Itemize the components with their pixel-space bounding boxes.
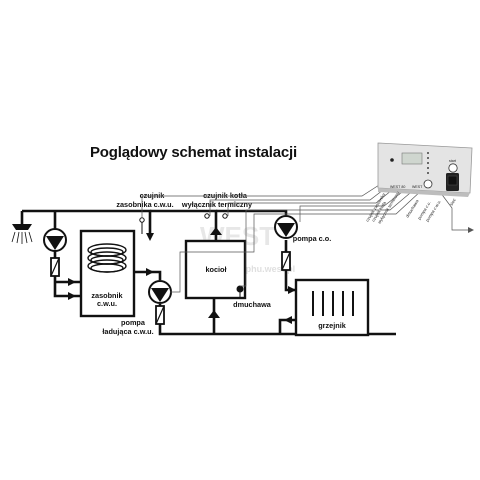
co-pump-label: pompa c.o. [293, 234, 332, 243]
blower-label: dmuchawa [233, 300, 272, 309]
radiator-label: grzejnik [318, 321, 347, 330]
loading-pump-label: pompa [121, 318, 146, 327]
circulation-pump-icon [43, 228, 67, 252]
up-button[interactable] [448, 163, 458, 173]
tank-label: zasobnik [91, 291, 123, 300]
check-valve-icon [50, 257, 60, 277]
watermark-text: www.128.phu.west.pl [204, 264, 295, 274]
hot-water-tank: zasobnik c.w.u. [79, 229, 136, 318]
controller-display [401, 152, 423, 165]
heating-coil-icon [87, 243, 127, 273]
page-title: Poglądowy schemat instalacji [90, 144, 297, 161]
arrow-down-icon [146, 233, 154, 241]
arrow-right-icon [468, 227, 474, 233]
arrow-right-icon [68, 278, 76, 286]
start-label: start [449, 159, 456, 163]
arrow-right-icon [68, 292, 76, 300]
loading-pump-icon [148, 280, 172, 304]
tank-sensor-icon [139, 217, 145, 234]
arrow-right-icon [146, 268, 154, 276]
flow-arrows [68, 227, 296, 324]
boiler: kocioł [184, 239, 247, 300]
boiler-sensor-label: czujnik kotła [203, 191, 248, 200]
tank-sensor-label: czujnik [140, 191, 166, 200]
co-pump-icon [274, 215, 298, 239]
wire-label: sieć [449, 198, 457, 207]
controller-device: start WEST 80 WEST [377, 142, 473, 197]
shower-icon [11, 224, 33, 244]
tank-sensor-label-2: zasobnika c.w.u. [116, 200, 173, 209]
arrow-up-icon [210, 227, 222, 235]
status-led [390, 158, 394, 162]
thermal-switch-label: wyłącznik termiczny [181, 200, 253, 209]
boiler-label: kocioł [205, 265, 226, 274]
blower-icon [236, 285, 244, 298]
radiator: grzejnik [294, 278, 370, 337]
check-valve-icon [155, 305, 165, 325]
arrow-right-icon [288, 286, 296, 294]
svg-text:WEST: WEST [412, 185, 423, 189]
mode-button[interactable] [423, 179, 433, 189]
loading-pump-label-2: ładująca c.w.u. [102, 327, 153, 336]
arrow-up-icon [208, 310, 220, 318]
boiler-sensor-icon [204, 213, 228, 219]
controller-model: WEST 80 [390, 185, 405, 189]
tank-label-2: c.w.u. [97, 299, 117, 308]
check-valve-icon [281, 251, 291, 271]
arrow-left-icon [284, 316, 292, 324]
